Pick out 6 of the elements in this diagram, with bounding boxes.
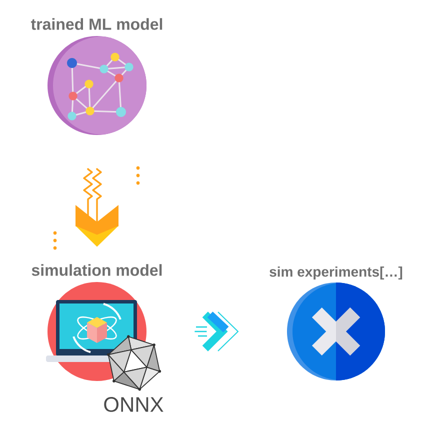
- node-title: trained ML model: [30, 18, 162, 30]
- chevron-arrow: [76, 168, 118, 247]
- chevron-arrow: [194, 312, 239, 352]
- node-label: ONNX: [104, 397, 164, 412]
- node-title: sim experiments[…]: [270, 266, 402, 280]
- node-title: simulation model: [32, 264, 162, 276]
